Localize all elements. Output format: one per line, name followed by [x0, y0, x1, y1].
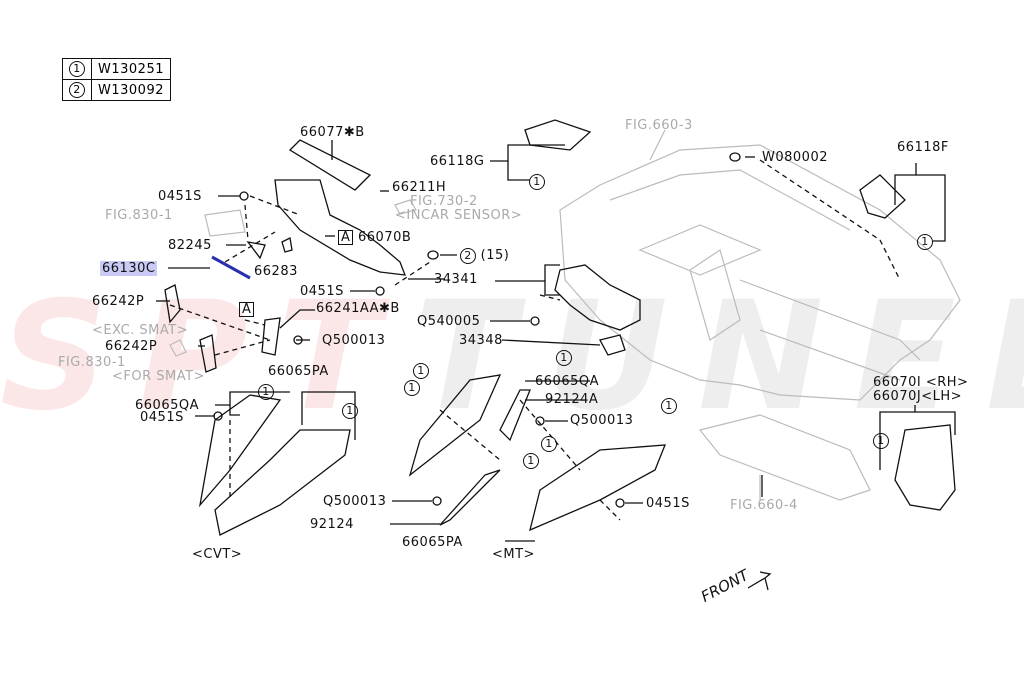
part-label-66077b[interactable]: 66077✱B [300, 125, 365, 140]
part-label-66130c[interactable]: 66130C [100, 261, 158, 276]
part-label-66118g[interactable]: 66118G [430, 154, 485, 169]
part-34348-shape [600, 335, 625, 355]
legend-row: 2 W130092 [62, 79, 171, 101]
part-label-q540005[interactable]: Q540005 [417, 314, 481, 329]
part-label-66065pa-mt[interactable]: 66065PA [402, 535, 463, 550]
marker-1-icon: 1 [529, 174, 545, 190]
marker-1-icon: 1 [404, 380, 420, 396]
variant-cvt: <CVT> [192, 547, 243, 562]
assembly-dashed-lines [170, 160, 900, 520]
ref-fig-830-1[interactable]: FIG.830-1 [105, 208, 173, 223]
marker-1-icon: 1 [541, 436, 557, 452]
part-label-92124a[interactable]: 92124A [545, 392, 599, 407]
part-label-34348[interactable]: 34348 [459, 333, 503, 348]
part-92124-shape [440, 470, 500, 525]
part-66118f-shape [860, 175, 905, 218]
marker-1-icon: 1 [523, 453, 539, 469]
part-label-0451s[interactable]: 0451S [158, 189, 202, 204]
front-arrow-icon [748, 572, 770, 590]
marker-1-icon: 1 [873, 433, 889, 449]
part-66070b-shape [275, 180, 405, 275]
part-label-66242p[interactable]: 66242P [92, 294, 145, 309]
part-label-34341[interactable]: 34341 [434, 272, 478, 287]
part-label-q500013-b[interactable]: Q500013 [570, 413, 634, 428]
legend-marker: 1 [62, 58, 92, 80]
part-label-0451s-c[interactable]: 0451S [140, 410, 184, 425]
variant-mt: <MT> [492, 547, 535, 562]
part-92124a-shape [500, 390, 530, 440]
marker-1-icon: 1 [258, 384, 274, 400]
part-34341-shape [555, 265, 640, 330]
part-82245-shape [248, 242, 265, 258]
ref-fig-660-4[interactable]: FIG.660-4 [730, 498, 798, 513]
part-label-66070i-rh[interactable]: 66070I <RH> [873, 375, 969, 390]
part-label-92124[interactable]: 92124 [310, 517, 354, 532]
ref-fig-730-2[interactable]: FIG.730-2 [410, 194, 478, 209]
part-label-82245[interactable]: 82245 [168, 238, 212, 253]
part-label-0451s-b[interactable]: 0451S [300, 284, 344, 299]
part-label-66065qa-cvt[interactable]: 66065QA [135, 398, 199, 413]
part-label-66118f[interactable]: 66118F [897, 140, 949, 155]
part-66077b-shape [290, 140, 370, 190]
part-label-66241aab[interactable]: 66241AA✱B [316, 301, 400, 316]
leader-lines [156, 140, 955, 541]
part-label-q500013[interactable]: Q500013 [322, 333, 386, 348]
marker-2-icon: 2 [460, 248, 476, 264]
exc-smat-note: <EXC. SMAT> [92, 323, 189, 338]
part-label-66211h[interactable]: 66211H [392, 180, 447, 195]
marker-2-callout: 2 (15) [460, 248, 509, 264]
part-66130c-shape [212, 257, 250, 278]
marker-1-icon: 1 [917, 234, 933, 250]
part-label-66242p-b[interactable]: 66242P [105, 339, 158, 354]
incar-sensor-note: <INCAR SENSOR> [395, 208, 523, 223]
connection-marker-a-2: A [239, 302, 255, 317]
part-66065pa-mt-shape [530, 445, 665, 530]
part-66065qa-mt-shape [410, 375, 500, 475]
legend-code: W130092 [91, 79, 171, 101]
part-label-66070j-lh[interactable]: 66070J<LH> [873, 389, 962, 404]
connection-marker-a: A [338, 230, 354, 245]
marker-1-icon: 1 [556, 350, 572, 366]
legend-row: 1 W130251 [62, 58, 171, 80]
fasteners [214, 153, 740, 507]
dashboard-reference-drawing [170, 130, 960, 500]
part-label-w080002[interactable]: W080002 [762, 150, 828, 165]
legend-marker: 2 [62, 79, 92, 101]
part-label-66070b[interactable]: 66070B [358, 230, 412, 245]
part-66118g-shape [525, 120, 590, 150]
quantity-15: (15) [480, 248, 510, 263]
part-66065pa-cvt-shape [215, 430, 350, 535]
marker-1-icon: 1 [413, 363, 429, 379]
marker-1-icon: 1 [342, 403, 358, 419]
ref-fig-830-1-b[interactable]: FIG.830-1 [58, 355, 126, 370]
for-smat-note: <FOR SMAT> [112, 369, 205, 384]
part-label-66065pa-cvt[interactable]: 66065PA [268, 364, 329, 379]
ref-fig-660-3[interactable]: FIG.660-3 [625, 118, 693, 133]
watermark: SPTTUNED [0, 270, 1024, 444]
part-label-66065qa-mt[interactable]: 66065QA [535, 374, 599, 389]
part-label-0451s-d[interactable]: 0451S [646, 496, 690, 511]
part-66070ij-shape [895, 425, 955, 510]
legend-code: W130251 [91, 58, 171, 80]
marker-2-icon: 2 [69, 82, 85, 98]
part-66065qa-cvt-shape [200, 395, 280, 505]
fastener-legend: 1 W130251 2 W130092 [62, 58, 171, 101]
part-label-66283[interactable]: 66283 [254, 264, 298, 279]
part-label-q500013-c[interactable]: Q500013 [323, 494, 387, 509]
marker-1-icon: 1 [661, 398, 677, 414]
marker-1-icon: 1 [69, 61, 85, 77]
